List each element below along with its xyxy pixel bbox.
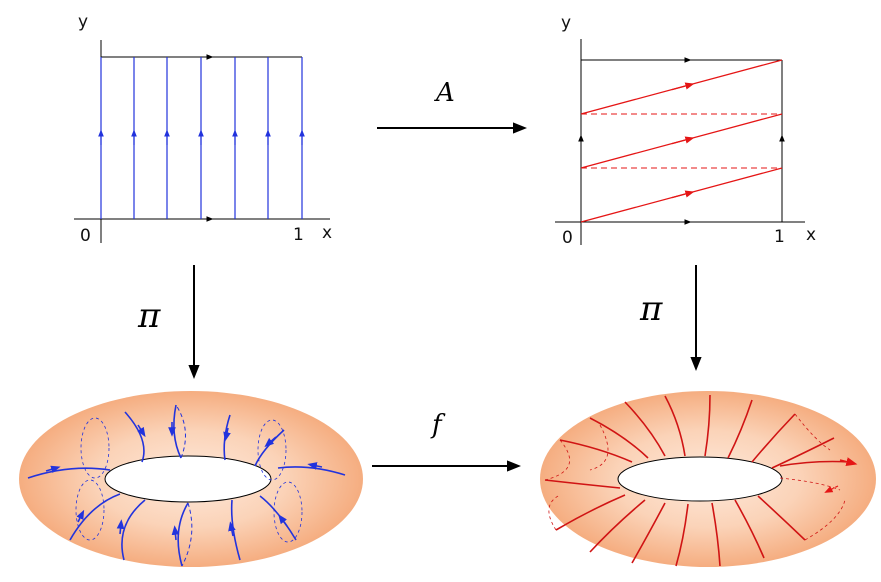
blue-meridian-arrows xyxy=(45,422,323,541)
red-back-dashes xyxy=(544,413,846,541)
blue-back-meridian xyxy=(75,479,105,541)
blue-back-meridian xyxy=(257,419,287,481)
left-projection-arrow: π xyxy=(137,265,200,379)
red-twisted-curve xyxy=(779,460,851,467)
blue-meridian-arrow xyxy=(278,514,288,527)
red-flow-arrow xyxy=(671,136,695,145)
blue-meridian-arrow xyxy=(137,424,146,438)
left-origin-label: 0 xyxy=(80,226,91,246)
blue-meridian-arrow xyxy=(45,465,61,474)
blue-meridian xyxy=(27,467,111,479)
red-twisted-curve xyxy=(589,499,646,553)
left-projection-label: π xyxy=(137,296,161,336)
left-torus xyxy=(19,391,363,567)
red-twisted-curve xyxy=(675,503,689,567)
blue-back-meridian xyxy=(80,417,110,479)
map-f-label: f xyxy=(430,410,446,440)
red-twisted-curve xyxy=(559,439,633,463)
blue-meridian-arrow xyxy=(171,525,180,541)
red-twisted-curve xyxy=(727,399,753,459)
blue-meridian-circles xyxy=(27,404,346,567)
left-torus-hole xyxy=(104,455,272,503)
red-twisted-curve xyxy=(771,437,835,469)
blue-meridian xyxy=(254,429,285,467)
red-twisted-curves xyxy=(544,394,851,567)
blue-back-meridian xyxy=(273,481,303,543)
map-A-arrow: A xyxy=(377,78,527,134)
right-unit-square: y 0 1 x xyxy=(555,13,816,248)
right-y-label: y xyxy=(561,13,571,33)
red-back-curve xyxy=(589,424,609,471)
left-y-label: y xyxy=(78,12,88,32)
red-twisted-curve xyxy=(664,395,686,457)
blue-meridian-arrow xyxy=(116,519,125,535)
red-flow-arrow xyxy=(671,82,695,91)
red-twisted-curve xyxy=(704,394,711,457)
red-twisted-curve xyxy=(589,417,649,459)
red-twisted-curve xyxy=(544,479,621,489)
map-f-arrow: f xyxy=(372,410,521,472)
left-x-label: x xyxy=(322,223,332,243)
blue-meridian xyxy=(124,411,145,463)
blue-meridian-dashed xyxy=(175,404,186,459)
right-projection-label: π xyxy=(639,289,663,329)
blue-meridian-arrow xyxy=(264,436,277,448)
right-x-label: x xyxy=(806,225,816,245)
red-twisted-curve xyxy=(734,499,765,559)
red-back-curve xyxy=(804,499,846,541)
map-A-label: A xyxy=(434,78,455,108)
blue-vertical-flow-lines xyxy=(98,57,305,219)
red-twisted-curve xyxy=(711,502,721,567)
red-sheared-flow-lines xyxy=(580,59,783,223)
right-torus xyxy=(540,391,876,567)
red-twisted-curve xyxy=(751,413,796,463)
blue-meridian xyxy=(69,493,121,541)
blue-meridian-arrow xyxy=(307,462,323,470)
blue-meridian xyxy=(259,495,297,541)
red-twisted-curve xyxy=(555,494,626,531)
red-torus-arrow xyxy=(824,485,839,493)
red-torus-arrow xyxy=(839,457,858,466)
red-flow-arrow xyxy=(671,190,695,199)
blue-meridian-arrow xyxy=(228,521,236,537)
red-twisted-curve xyxy=(624,401,666,457)
right-torus-hole xyxy=(617,456,783,502)
blue-meridian-dashed xyxy=(181,502,193,567)
right-projection-arrow: π xyxy=(639,265,702,371)
red-back-curve xyxy=(544,439,570,481)
right-one-label: 1 xyxy=(774,227,785,247)
right-origin-label: 0 xyxy=(562,228,573,248)
left-one-label: 1 xyxy=(293,225,304,245)
red-twisted-curve xyxy=(757,495,806,541)
blue-meridian-arrow xyxy=(223,427,231,442)
left-unit-square: y 0 1 x xyxy=(74,12,332,246)
red-twisted-curve xyxy=(631,502,666,564)
blue-meridian-arrow xyxy=(76,509,85,523)
blue-meridian xyxy=(121,499,146,561)
left-torus-back-dashes xyxy=(75,417,303,543)
red-back-curve xyxy=(548,494,561,531)
red-back-curve xyxy=(779,477,841,491)
